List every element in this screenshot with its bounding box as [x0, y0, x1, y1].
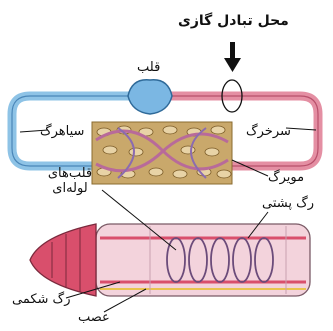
heart-shape: [128, 80, 172, 114]
heart-label: قلب: [137, 60, 160, 75]
nerve-label: عصب: [78, 310, 110, 325]
gas-exchange-label: محل تبادل گازی: [178, 14, 289, 29]
worm-body: [96, 224, 310, 296]
vein-label: سیاهرگ: [40, 124, 84, 139]
worm-head: [30, 224, 96, 296]
artery-label: سرخرگ: [246, 124, 291, 139]
dorsal-vessel-label: رگ پشتی: [262, 196, 314, 211]
capillary-label: مویرگ: [268, 170, 304, 185]
ventral-vessel-label: رگ شکمی: [12, 292, 70, 307]
down-arrow-icon: [224, 42, 241, 72]
tissue-block: [92, 122, 232, 184]
tubular-hearts-label: قلب‌های لوله‌ای: [42, 166, 98, 196]
gas-exchange-marker: [222, 42, 242, 112]
